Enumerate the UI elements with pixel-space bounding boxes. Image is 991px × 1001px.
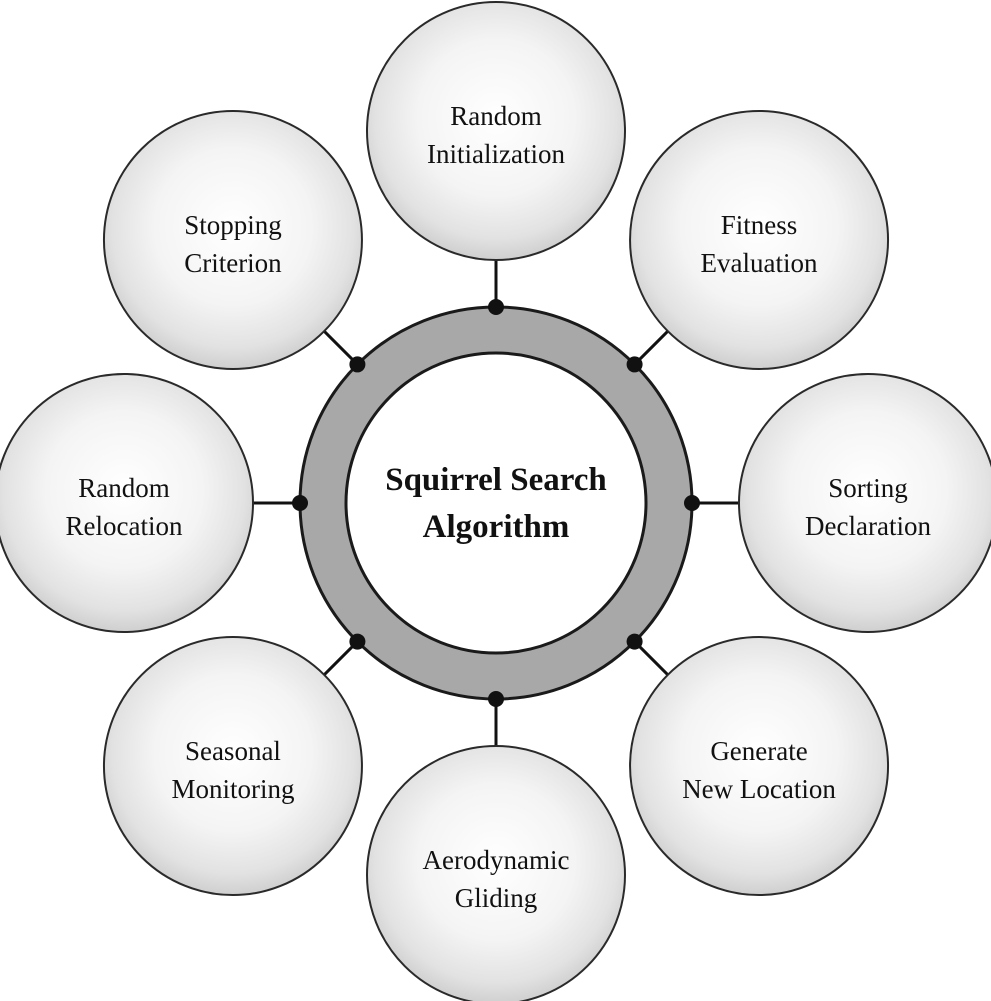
step-label-line2: Declaration <box>805 511 931 541</box>
step-label-line1: Seasonal <box>185 736 281 766</box>
step-circle-generate-new-location <box>629 636 890 897</box>
center-title-line2: Algorithm <box>423 509 570 545</box>
junction-dot-generate-new-location <box>626 633 643 650</box>
center-inner-circle <box>344 351 648 655</box>
junction-dot-stopping-criterion <box>349 356 366 373</box>
step-label-line1: Random <box>78 473 170 503</box>
junction-dot-sorting-declaration <box>684 495 700 511</box>
junction-dots <box>292 299 700 707</box>
step-label-line2: Monitoring <box>171 774 294 804</box>
junction-dot-aerodynamic-gliding <box>488 691 504 707</box>
step-label-line1: Stopping <box>184 210 282 240</box>
step-circle-random-initialization <box>366 1 626 261</box>
junction-dot-seasonal-monitoring <box>349 633 366 650</box>
step-label-line2: New Location <box>682 774 836 804</box>
center-title-line1: Squirrel Search <box>385 462 607 498</box>
step-circle-aerodynamic-gliding <box>366 745 626 1001</box>
step-label-line2: Gliding <box>455 883 538 913</box>
junction-dot-random-initialization <box>488 299 504 315</box>
junction-dot-fitness-evaluation <box>626 356 643 373</box>
step-label-line2: Criterion <box>184 248 282 278</box>
step-label-line1: Fitness <box>721 210 798 240</box>
center-hub: Squirrel Search Algorithm <box>298 305 694 701</box>
step-circle-stopping-criterion <box>102 109 363 370</box>
step-label-line2: Relocation <box>66 511 183 541</box>
step-circle-fitness-evaluation <box>629 109 890 370</box>
step-label-line2: Evaluation <box>701 248 818 278</box>
step-label-line1: Generate <box>710 736 807 766</box>
step-label-line2: Initialization <box>427 139 565 169</box>
step-circle-seasonal-monitoring <box>102 636 363 897</box>
step-label-line1: Aerodynamic <box>423 845 570 875</box>
step-circle-random-relocation <box>0 373 254 633</box>
junction-dot-random-relocation <box>292 495 308 511</box>
step-circle-sorting-declaration <box>738 373 991 633</box>
step-label-line1: Sorting <box>828 473 908 503</box>
step-label-line1: Random <box>450 101 542 131</box>
